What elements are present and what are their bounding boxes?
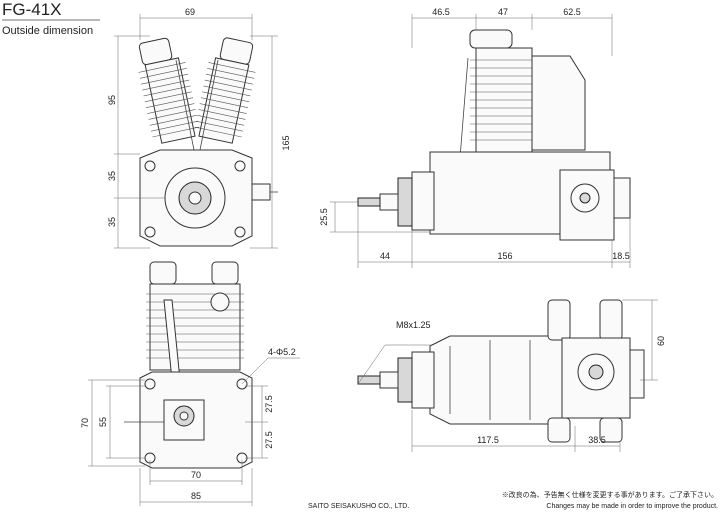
dim-bottom-rear: 38.5 [588,435,606,445]
dim-side-length: 156 [497,251,512,261]
front-view [114,14,278,249]
dim-rear-holes: 4-Φ5.2 [268,347,296,357]
dim-side-top-left: 46.5 [432,7,450,17]
dim-bottom-height: 60 [656,336,666,346]
footer-company: SAITO SEISAKUSHO CO., LTD. [308,503,409,510]
rear-view [88,261,300,506]
dim-side-top-mid: 47 [498,7,508,17]
dim-rear-mount-inner: 55 [98,417,108,427]
side-view [330,14,631,268]
footer-note-jp: ※改良の為、予告無く仕様を変更する事があります。ご了承下さい。 [502,490,718,499]
dim-front-top-width: 69 [185,7,195,17]
dim-side-top-right: 62.5 [563,7,581,17]
dim-side-shaft-height: 25.5 [319,208,329,226]
dim-rear-overall-width: 85 [191,491,201,501]
dim-side-rear: 18.5 [612,251,630,261]
footer-note-en: Changes may be made in order to improve … [546,503,718,510]
bottom-view [357,299,658,452]
dim-bottom-thread: M8x1.25 [396,320,431,330]
dim-rear-lower: 27.5 [264,431,274,449]
drawing-title: FG-41X [2,0,62,19]
dim-front-cyl-height: 95 [107,95,117,105]
dim-rear-mount-width: 70 [191,470,201,480]
dim-front-mid: 35 [107,171,117,181]
dim-front-overall-height: 165 [281,135,291,150]
dim-rear-mount-height: 70 [80,418,90,428]
dim-side-prop: 44 [380,251,390,261]
drawing-subtitle: Outside dimension [2,25,93,37]
dim-bottom-length: 117.5 [477,435,499,445]
dim-front-low: 35 [107,217,117,227]
dim-rear-upper: 27.5 [264,395,274,413]
